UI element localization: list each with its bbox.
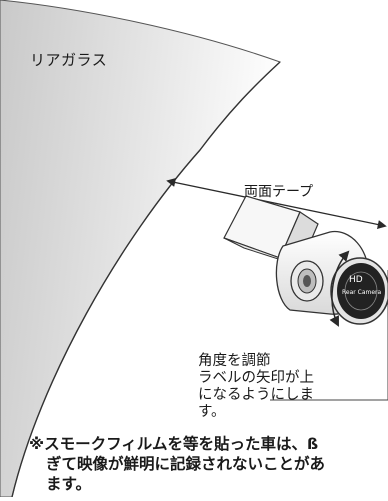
rear-glass-label: リアガラス bbox=[30, 51, 108, 69]
tape-arrow bbox=[166, 178, 387, 229]
note-line-2: ぎて映像が鮮明に記録されないことがあ bbox=[46, 455, 326, 473]
angle-instruction-line-2: になるようにしま bbox=[198, 387, 314, 403]
rotation-arrow bbox=[329, 250, 350, 327]
rear-glass-edge bbox=[11, 61, 281, 498]
angle-instruction-line-3: す。 bbox=[198, 404, 226, 420]
lens-label-rear-camera: Rear Camera bbox=[342, 289, 382, 296]
smoke-film-note: ※スモークフィルムを等を貼った車は、ß ぎて映像が鮮明に記録されないことがあ ま… bbox=[29, 434, 325, 494]
angle-instruction: 角度を調節 ラベルの矢印が上 になるようにしま す。 bbox=[198, 353, 314, 421]
rear-camera bbox=[275, 230, 388, 325]
note-line-1: ※スモークフィルムを等を貼った車は、ß bbox=[29, 435, 319, 453]
double-sided-tape-label: 両面テープ bbox=[244, 184, 314, 200]
angle-instruction-line-1: ラベルの矢印が上 bbox=[198, 370, 314, 386]
angle-adjust-title: 角度を調節 bbox=[198, 353, 271, 369]
lens-label-hd: HD bbox=[349, 275, 363, 285]
note-line-3: ます。 bbox=[46, 475, 91, 493]
rear-glass-panel bbox=[0, 0, 281, 498]
